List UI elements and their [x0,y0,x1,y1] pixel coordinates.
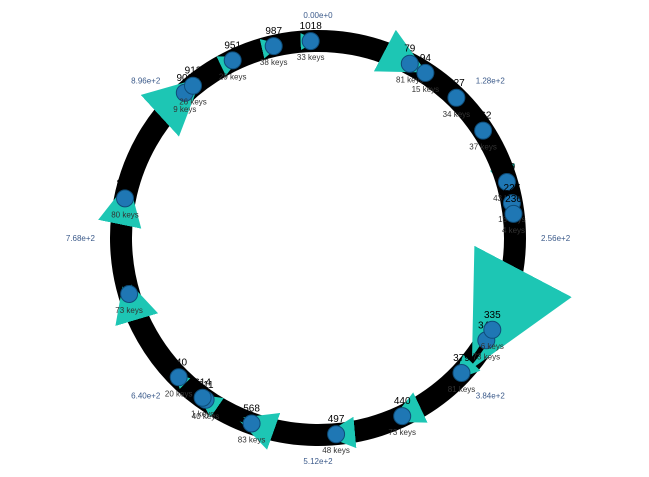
node-keys-label: 81 keys [396,76,424,85]
node-id-label: 614 [194,378,211,389]
node-id-label: 162 [475,111,492,122]
node-keys-label: 73 keys [388,428,416,437]
ring-nodes: 79 81 keys 94 15 keys 127 34 keys 162 37 keys 20… [111,21,525,455]
ring-node[interactable]: 640 20 keys [165,357,193,398]
ring-node[interactable]: 236 4 keys [502,194,525,235]
node-circle[interactable] [504,204,523,223]
node-keys-label: 73 keys [473,352,501,361]
ring-tick-label: 5.12e+2 [303,457,333,466]
ring-node[interactable]: 568 83 keys [238,404,266,445]
node-id-label: 640 [170,357,187,368]
node-keys-label: 40 keys [192,412,220,421]
node-id-label: 440 [394,396,411,407]
node-id-label: 236 [505,194,522,205]
node-circle[interactable] [223,51,242,70]
ring-node[interactable]: 614 1 keys [191,378,214,419]
node-id-label: 721 [121,274,138,285]
node-id-label: 1018 [300,21,323,32]
ring-tick-label: 1.28e+2 [476,76,506,85]
ring-node[interactable]: 987 38 keys [260,26,288,67]
node-id-label: 912 [185,66,202,77]
node-keys-label: 6 keys [481,342,504,351]
node-circle[interactable] [393,407,412,426]
node-circle[interactable] [483,320,502,339]
node-circle[interactable] [242,414,261,433]
node-keys-label: 1 keys [191,410,214,419]
ring-node[interactable]: 721 73 keys [115,274,143,315]
node-circle[interactable] [400,54,419,73]
node-id-label: 903 [176,73,193,84]
node-keys-label: 20 keys [165,389,193,398]
ring-tick-label: 8.96e+2 [131,76,161,85]
ring-node[interactable]: 1018 33 keys [297,21,325,62]
node-circle[interactable] [184,76,202,95]
ring-node[interactable]: 127 34 keys [443,78,471,119]
node-id-label: 94 [420,53,432,64]
ring-tick-label: 7.68e+2 [66,234,96,243]
node-id-label: 127 [448,78,465,89]
node-id-label: 209 [499,162,516,173]
ring-tick-label: 3.84e+2 [476,392,506,401]
node-keys-label: 4 keys [502,226,525,235]
node-circle[interactable] [452,364,471,382]
node-keys-label: 83 keys [238,436,266,445]
node-id-label: 801 [117,178,134,189]
ring-node[interactable]: 801 80 keys [111,178,139,219]
node-keys-label: 38 keys [260,58,288,67]
node-id-label: 227 [504,183,521,194]
node-circle[interactable] [416,63,435,82]
ring-node[interactable]: 335 6 keys [481,310,504,351]
node-id-label: 611 [198,380,214,391]
node-circle[interactable] [116,189,134,208]
node-circle[interactable] [497,173,516,191]
node-circle[interactable] [264,37,283,56]
node-circle[interactable] [327,425,346,444]
ring-node[interactable]: 497 48 keys [322,414,350,455]
node-keys-label: 29 keys [219,72,247,81]
ring-node[interactable]: 912 26 keys [179,66,207,107]
node-id-label: 79 [404,44,416,55]
ring-node[interactable]: 440 73 keys [388,396,416,437]
ring-tick-label: 0.00e+0 [303,11,333,20]
node-keys-label: 80 keys [111,210,139,219]
node-circle[interactable] [120,285,139,303]
node-keys-label: 34 keys [443,110,471,119]
node-id-label: 568 [243,404,260,415]
node-keys-label: 48 keys [322,446,350,455]
node-keys-label: 81 keys [448,385,476,394]
ring-tick-label: 2.56e+2 [541,234,571,243]
node-keys-label: 26 keys [179,98,207,107]
ring-node[interactable]: 79 81 keys [396,44,424,85]
ring-node[interactable]: 379 81 keys [448,353,476,394]
ring-edge [115,276,182,381]
ring-node[interactable]: 94 15 keys [412,53,440,94]
node-keys-label: 37 keys [469,143,497,152]
node-id-label: 951 [224,40,241,51]
node-circle[interactable] [447,88,466,107]
ring-node[interactable]: 951 29 keys [219,40,247,81]
node-circle[interactable] [193,388,212,407]
node-circle[interactable] [301,32,320,51]
node-keys-label: 73 keys [115,306,143,315]
ring-node[interactable]: 162 37 keys [469,111,497,152]
node-id-label: 379 [453,353,470,364]
node-keys-label: 15 keys [412,85,440,94]
node-circle[interactable] [474,121,493,140]
node-keys-label: 33 keys [297,53,325,62]
node-id-label: 987 [265,26,282,37]
ring-edge [119,77,202,200]
node-keys-label: 9 keys [173,105,196,114]
ring-edge [310,29,427,73]
node-id-label: 497 [328,414,345,425]
ring-tick-label: 6.40e+2 [131,392,161,401]
node-circle[interactable] [169,368,188,387]
node-id-label: 335 [484,310,501,321]
ring-ticks: 0.00e+0 1.28e+2 2.56e+2 3.84e+2 5.12e+2 6.40e… [66,11,571,466]
